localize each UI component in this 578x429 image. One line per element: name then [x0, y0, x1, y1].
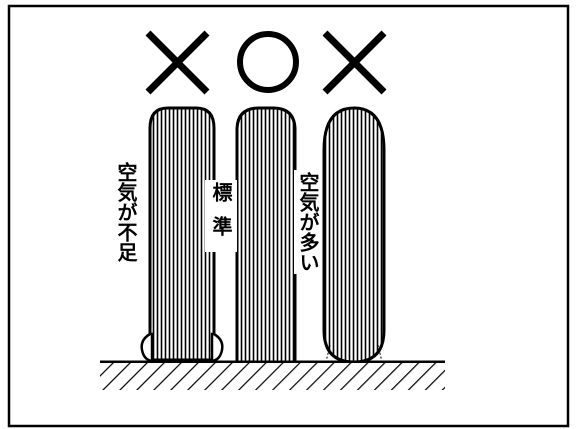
tire-over-inflated — [322, 106, 386, 364]
diagram-frame — [7, 4, 570, 428]
tire-under-inflated — [140, 106, 224, 363]
cross-mark-right — [322, 30, 387, 95]
tire-standard — [235, 106, 297, 364]
label-low-pressure: 空気が不足 — [112, 160, 140, 264]
tire-bulge-left — [140, 332, 154, 363]
label-standard: 標準 — [205, 180, 237, 252]
ground — [100, 360, 445, 390]
tire-bulge-right — [210, 332, 224, 363]
label-high-pressure: 空気が多い — [294, 170, 322, 274]
cross-mark-left — [145, 30, 210, 95]
circle-mark-middle — [237, 31, 299, 93]
